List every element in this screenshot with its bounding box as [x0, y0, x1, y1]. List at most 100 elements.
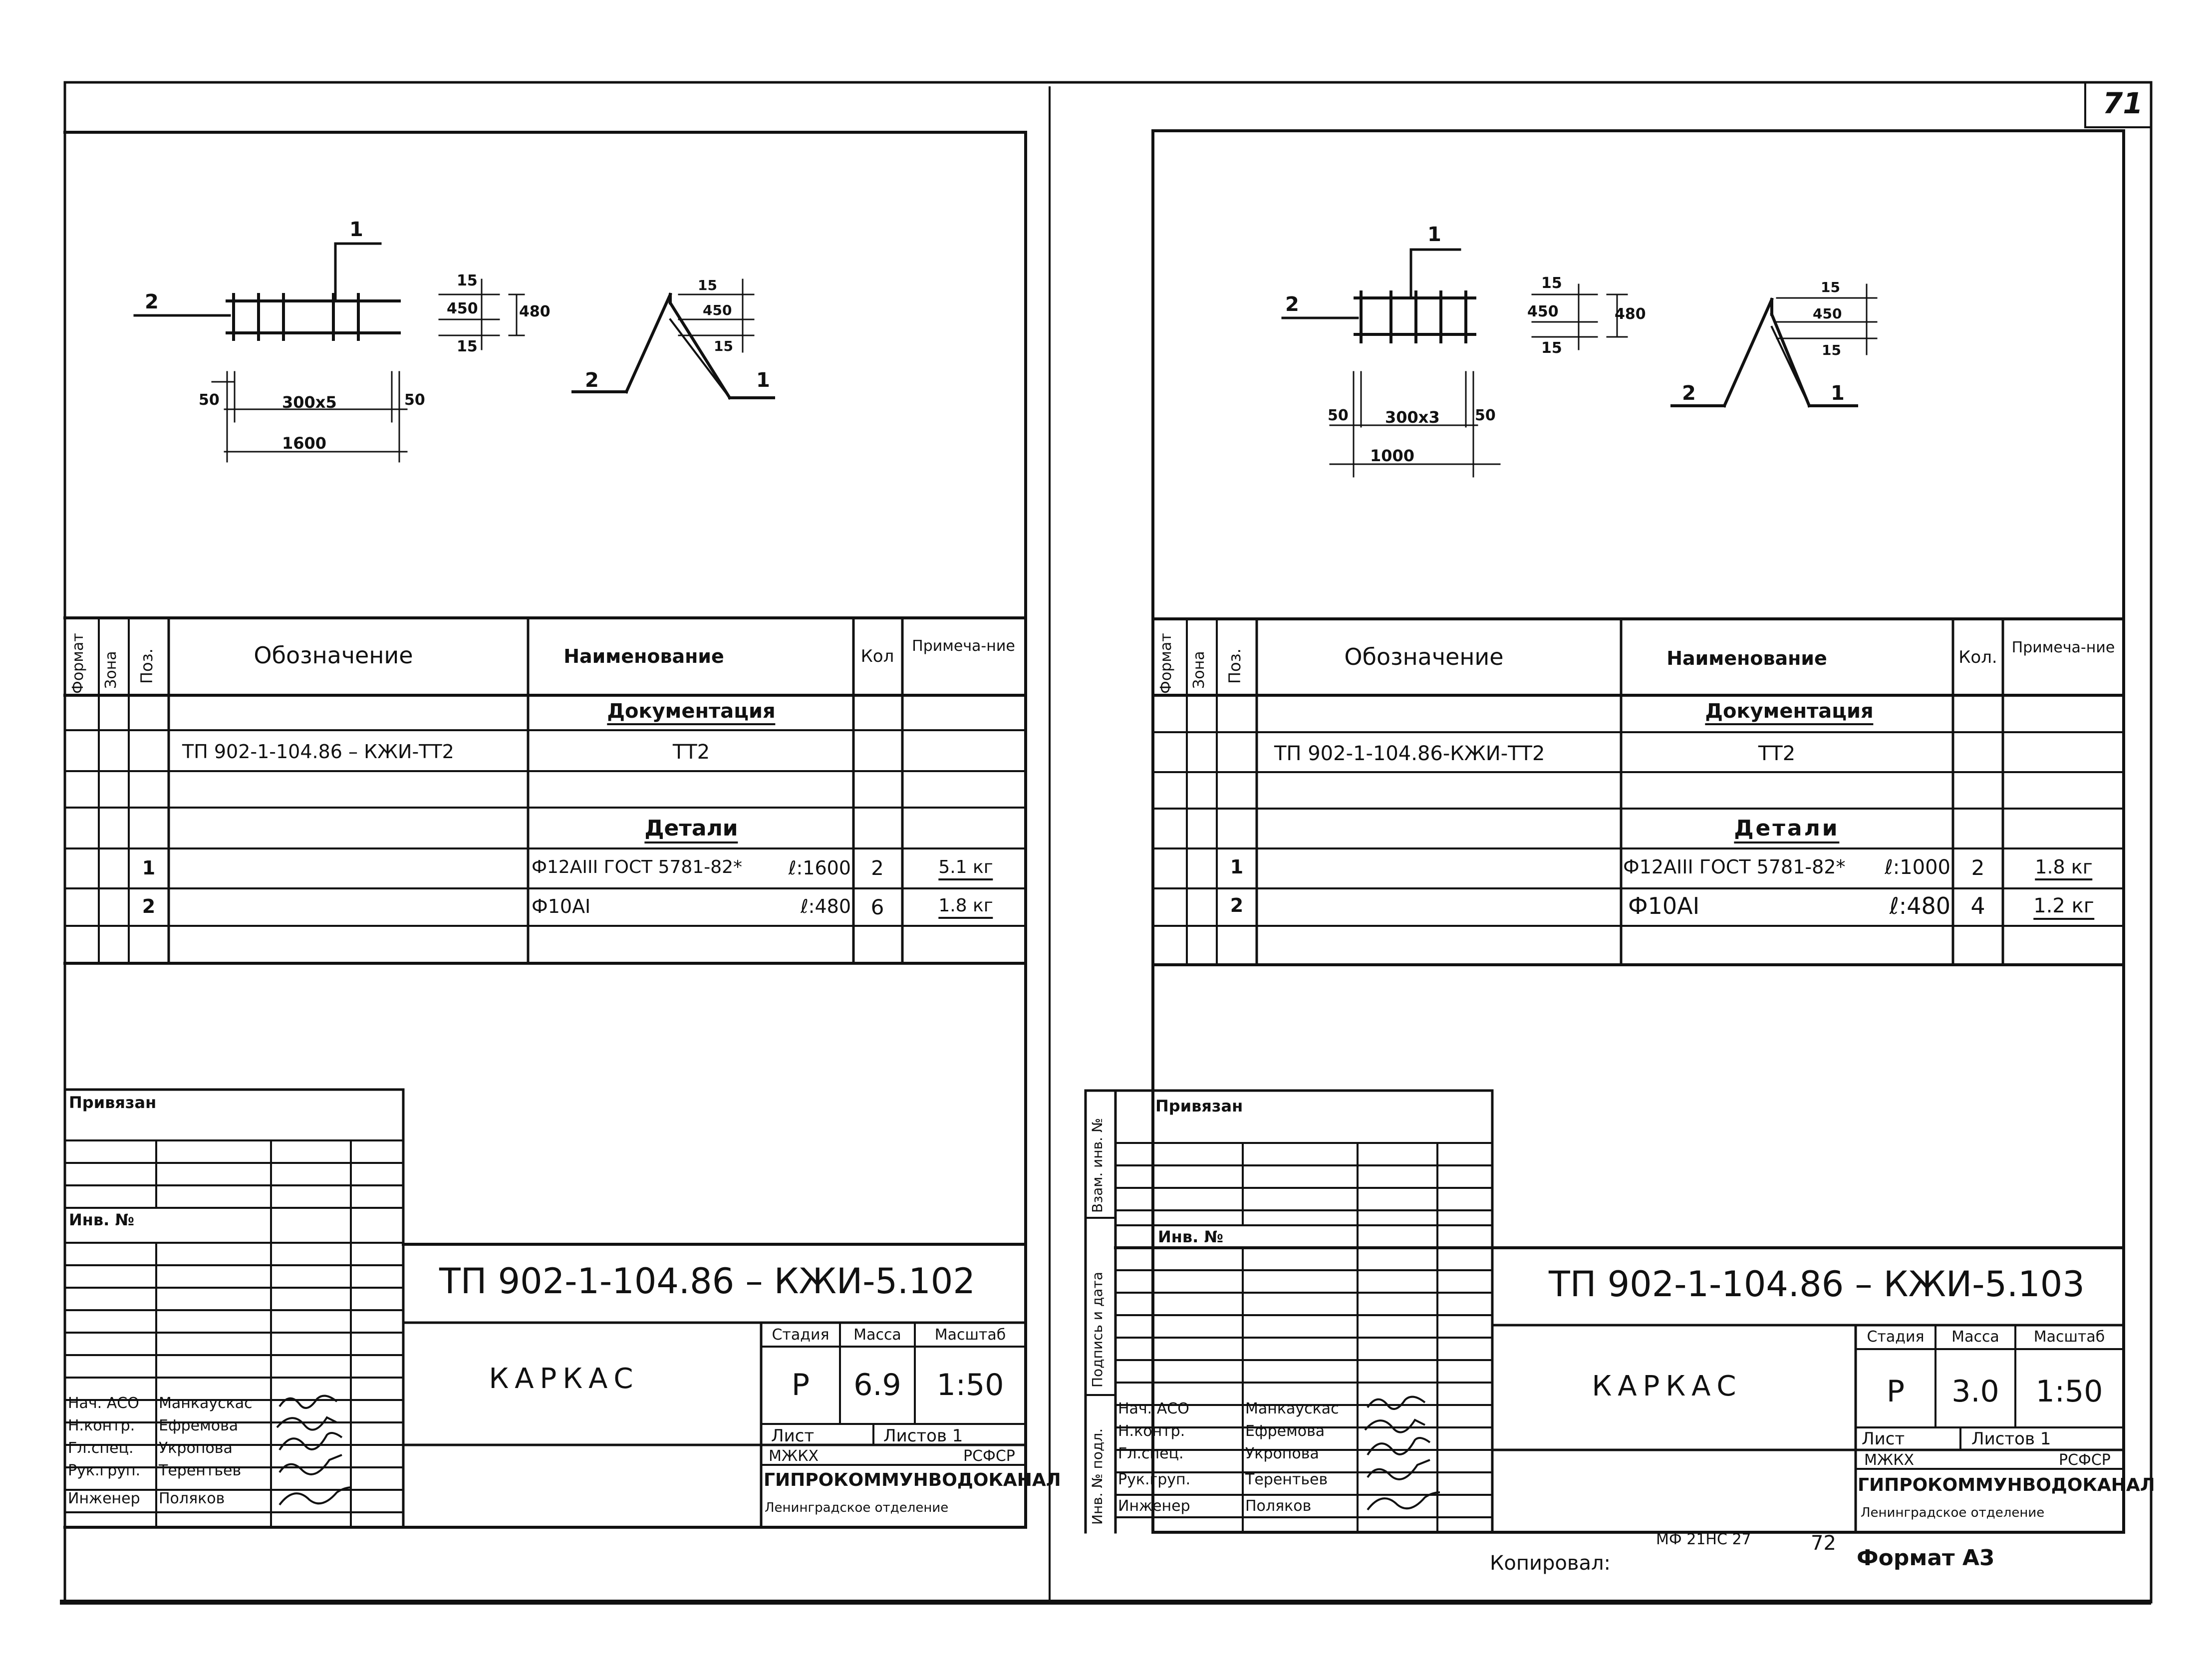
row2-note: 1.2 кг — [2033, 896, 2094, 920]
position-mark-2: 2 — [1285, 293, 1299, 316]
header-position: Поз. — [137, 648, 156, 684]
staff-name-5: Поляков — [1245, 1497, 1312, 1515]
stage-header: Стадия — [772, 1326, 829, 1344]
bent-dim-15-bottom: 15 — [1822, 342, 1841, 358]
side-signature-date: Подпись и дата — [1089, 1272, 1105, 1388]
stage-header: Стадия — [1867, 1328, 1925, 1346]
row2-name: Ф10АI — [1628, 892, 1700, 919]
mass-value: 3.0 — [1951, 1374, 1999, 1409]
header-format: Формат — [69, 633, 87, 694]
org-institute: ГИПРОКОММУНВОДОКАНАЛ — [1858, 1475, 2155, 1495]
bent-mark-1: 1 — [1831, 382, 1845, 405]
row1-name: Ф12АIII ГОСТ 5781-82* — [1623, 856, 1846, 878]
row1-note: 1.8 кг — [2035, 857, 2093, 880]
object-name: КАРКАС — [489, 1363, 639, 1395]
footer-order-code: МФ 21НС 27 — [1656, 1531, 1751, 1548]
dim-15-bottom: 15 — [1541, 339, 1562, 357]
dim-50-right: 50 — [404, 391, 425, 409]
row2-note: 1.8 кг — [938, 897, 993, 919]
position-mark-1: 1 — [1427, 223, 1441, 246]
sheets-count: Листов 1 — [1971, 1429, 2051, 1449]
scale-value: 1:50 — [2035, 1374, 2103, 1409]
staff-role-4: Рук.груп. — [68, 1462, 141, 1479]
header-zone: Зона — [102, 651, 120, 689]
dim-450: 450 — [447, 300, 478, 317]
object-name: КАРКАС — [1592, 1370, 1742, 1402]
staff-name-3: Укропова — [1245, 1445, 1319, 1462]
dim-spacing: 300x5 — [282, 393, 337, 412]
row1-position: 1 — [142, 857, 156, 879]
stage-value: Р — [1886, 1374, 1905, 1409]
row1-name: Ф12АIII ГОСТ 5781-82* — [532, 857, 742, 877]
drawing-code: ТП 902-1-104.86 – КЖИ-5.102 — [439, 1261, 975, 1302]
header-format: Формат — [1157, 633, 1175, 694]
row2-quantity: 6 — [870, 895, 884, 919]
drawing-code: ТП 902-1-104.86 – КЖИ-5.103 — [1549, 1264, 2085, 1305]
row1-length: ℓ:1000 — [1885, 856, 1950, 879]
row2-name: Ф10АI — [532, 895, 591, 917]
header-name: Наименование — [563, 645, 724, 667]
mass-header: Масса — [853, 1326, 901, 1344]
doc-code: ТП 902-1-104.86-КЖИ-ТТ2 — [1274, 742, 1545, 765]
inventory-label: Инв. № — [69, 1210, 134, 1229]
header-quantity: Кол. — [1958, 647, 1997, 667]
row2-length: ℓ:480 — [800, 895, 851, 917]
dim-total-length: 1600 — [282, 434, 327, 453]
dim-50-left: 50 — [1328, 407, 1349, 424]
header-zone: Зона — [1190, 651, 1208, 689]
row2-quantity: 4 — [1970, 892, 1985, 919]
staff-name-4: Терентьев — [1245, 1471, 1328, 1488]
row1-position: 1 — [1230, 856, 1244, 878]
row1-quantity: 2 — [871, 857, 884, 880]
header-quantity: Кол — [860, 646, 894, 666]
org-ministry: МЖКХ — [769, 1447, 819, 1465]
row2-length: ℓ:480 — [1889, 892, 1950, 919]
staff-role-2: Н.контр. — [68, 1417, 135, 1434]
row1-quantity: 2 — [1971, 855, 1985, 880]
sheet-label: Лист — [771, 1426, 815, 1446]
bent-dim-15-top: 15 — [698, 277, 717, 293]
staff-name-3: Укропова — [159, 1439, 233, 1457]
staff-name-4: Терентьев — [159, 1462, 242, 1479]
doc-name: ТТ2 — [1758, 742, 1796, 765]
bent-mark-2: 2 — [585, 369, 599, 392]
section-details: Детали — [644, 818, 738, 843]
dim-15-bottom: 15 — [457, 338, 478, 355]
row2-position: 2 — [1230, 894, 1244, 916]
staff-role-1: Нач. АСО — [68, 1395, 139, 1412]
header-name: Наименование — [1666, 647, 1827, 669]
footer-copied: Копировал: — [1490, 1552, 1611, 1575]
bent-mark-2: 2 — [1682, 382, 1696, 405]
bent-dim-15-top: 15 — [1821, 279, 1840, 295]
footer-order-number: 72 — [1811, 1532, 1836, 1555]
bent-dim-450: 450 — [1813, 305, 1842, 322]
side-replacement-inventory: Взам. инв. № — [1089, 1118, 1105, 1213]
staff-name-2: Ефремова — [159, 1417, 239, 1434]
staff-role-3: Гл.спец. — [1118, 1445, 1184, 1462]
staff-name-5: Поляков — [159, 1490, 225, 1507]
org-republic: РСФСР — [2059, 1451, 2111, 1469]
header-note: Примеча-ние — [912, 637, 1015, 655]
row2-position: 2 — [142, 895, 156, 917]
bound-label: Привязан — [69, 1093, 157, 1112]
dim-total-length: 1000 — [1370, 446, 1415, 465]
sheets-count: Листов 1 — [883, 1426, 963, 1446]
header-designation: Обозначение — [1344, 643, 1504, 670]
dim-15-top: 15 — [457, 272, 478, 289]
position-mark-1: 1 — [349, 218, 363, 241]
staff-role-2: Н.контр. — [1118, 1422, 1185, 1440]
org-branch: Ленинградское отделение — [1861, 1505, 2045, 1520]
org-republic: РСФСР — [963, 1447, 1015, 1465]
doc-code: ТП 902-1-104.86 – КЖИ-ТТ2 — [182, 741, 454, 763]
page-number: 71 — [2103, 86, 2143, 120]
bound-label: Привязан — [1155, 1097, 1243, 1116]
section-documentation: Документация — [1705, 701, 1874, 725]
staff-role-1: Нач. АСО — [1118, 1400, 1189, 1417]
staff-name-2: Ефремова — [1245, 1422, 1325, 1440]
sheet-label: Лист — [1862, 1429, 1905, 1449]
doc-name: ТТ2 — [672, 741, 710, 764]
dim-480: 480 — [1615, 305, 1646, 323]
footer-format: Формат А3 — [1857, 1545, 1995, 1571]
scale-header: Масштаб — [934, 1326, 1006, 1344]
dim-450: 450 — [1527, 303, 1559, 320]
